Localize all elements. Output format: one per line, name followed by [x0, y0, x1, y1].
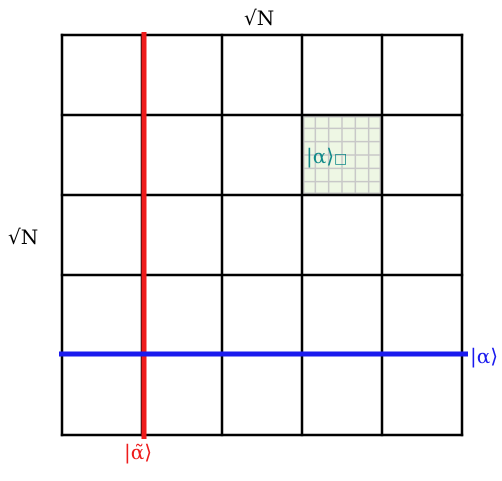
top-dimension-label: √N: [244, 6, 275, 30]
highlight-cell-border: [302, 115, 382, 195]
grid-lines: [60, 33, 464, 437]
box-subscript: □: [334, 151, 348, 167]
left-dimension-label: √N: [8, 225, 39, 249]
alpha-ket-label: |α⟩: [470, 344, 499, 368]
alpha-box-ket-label: |α⟩□: [306, 144, 348, 168]
highlight-cell: [302, 115, 382, 195]
alpha-tilde-ket-label: |α̃⟩: [124, 440, 153, 464]
